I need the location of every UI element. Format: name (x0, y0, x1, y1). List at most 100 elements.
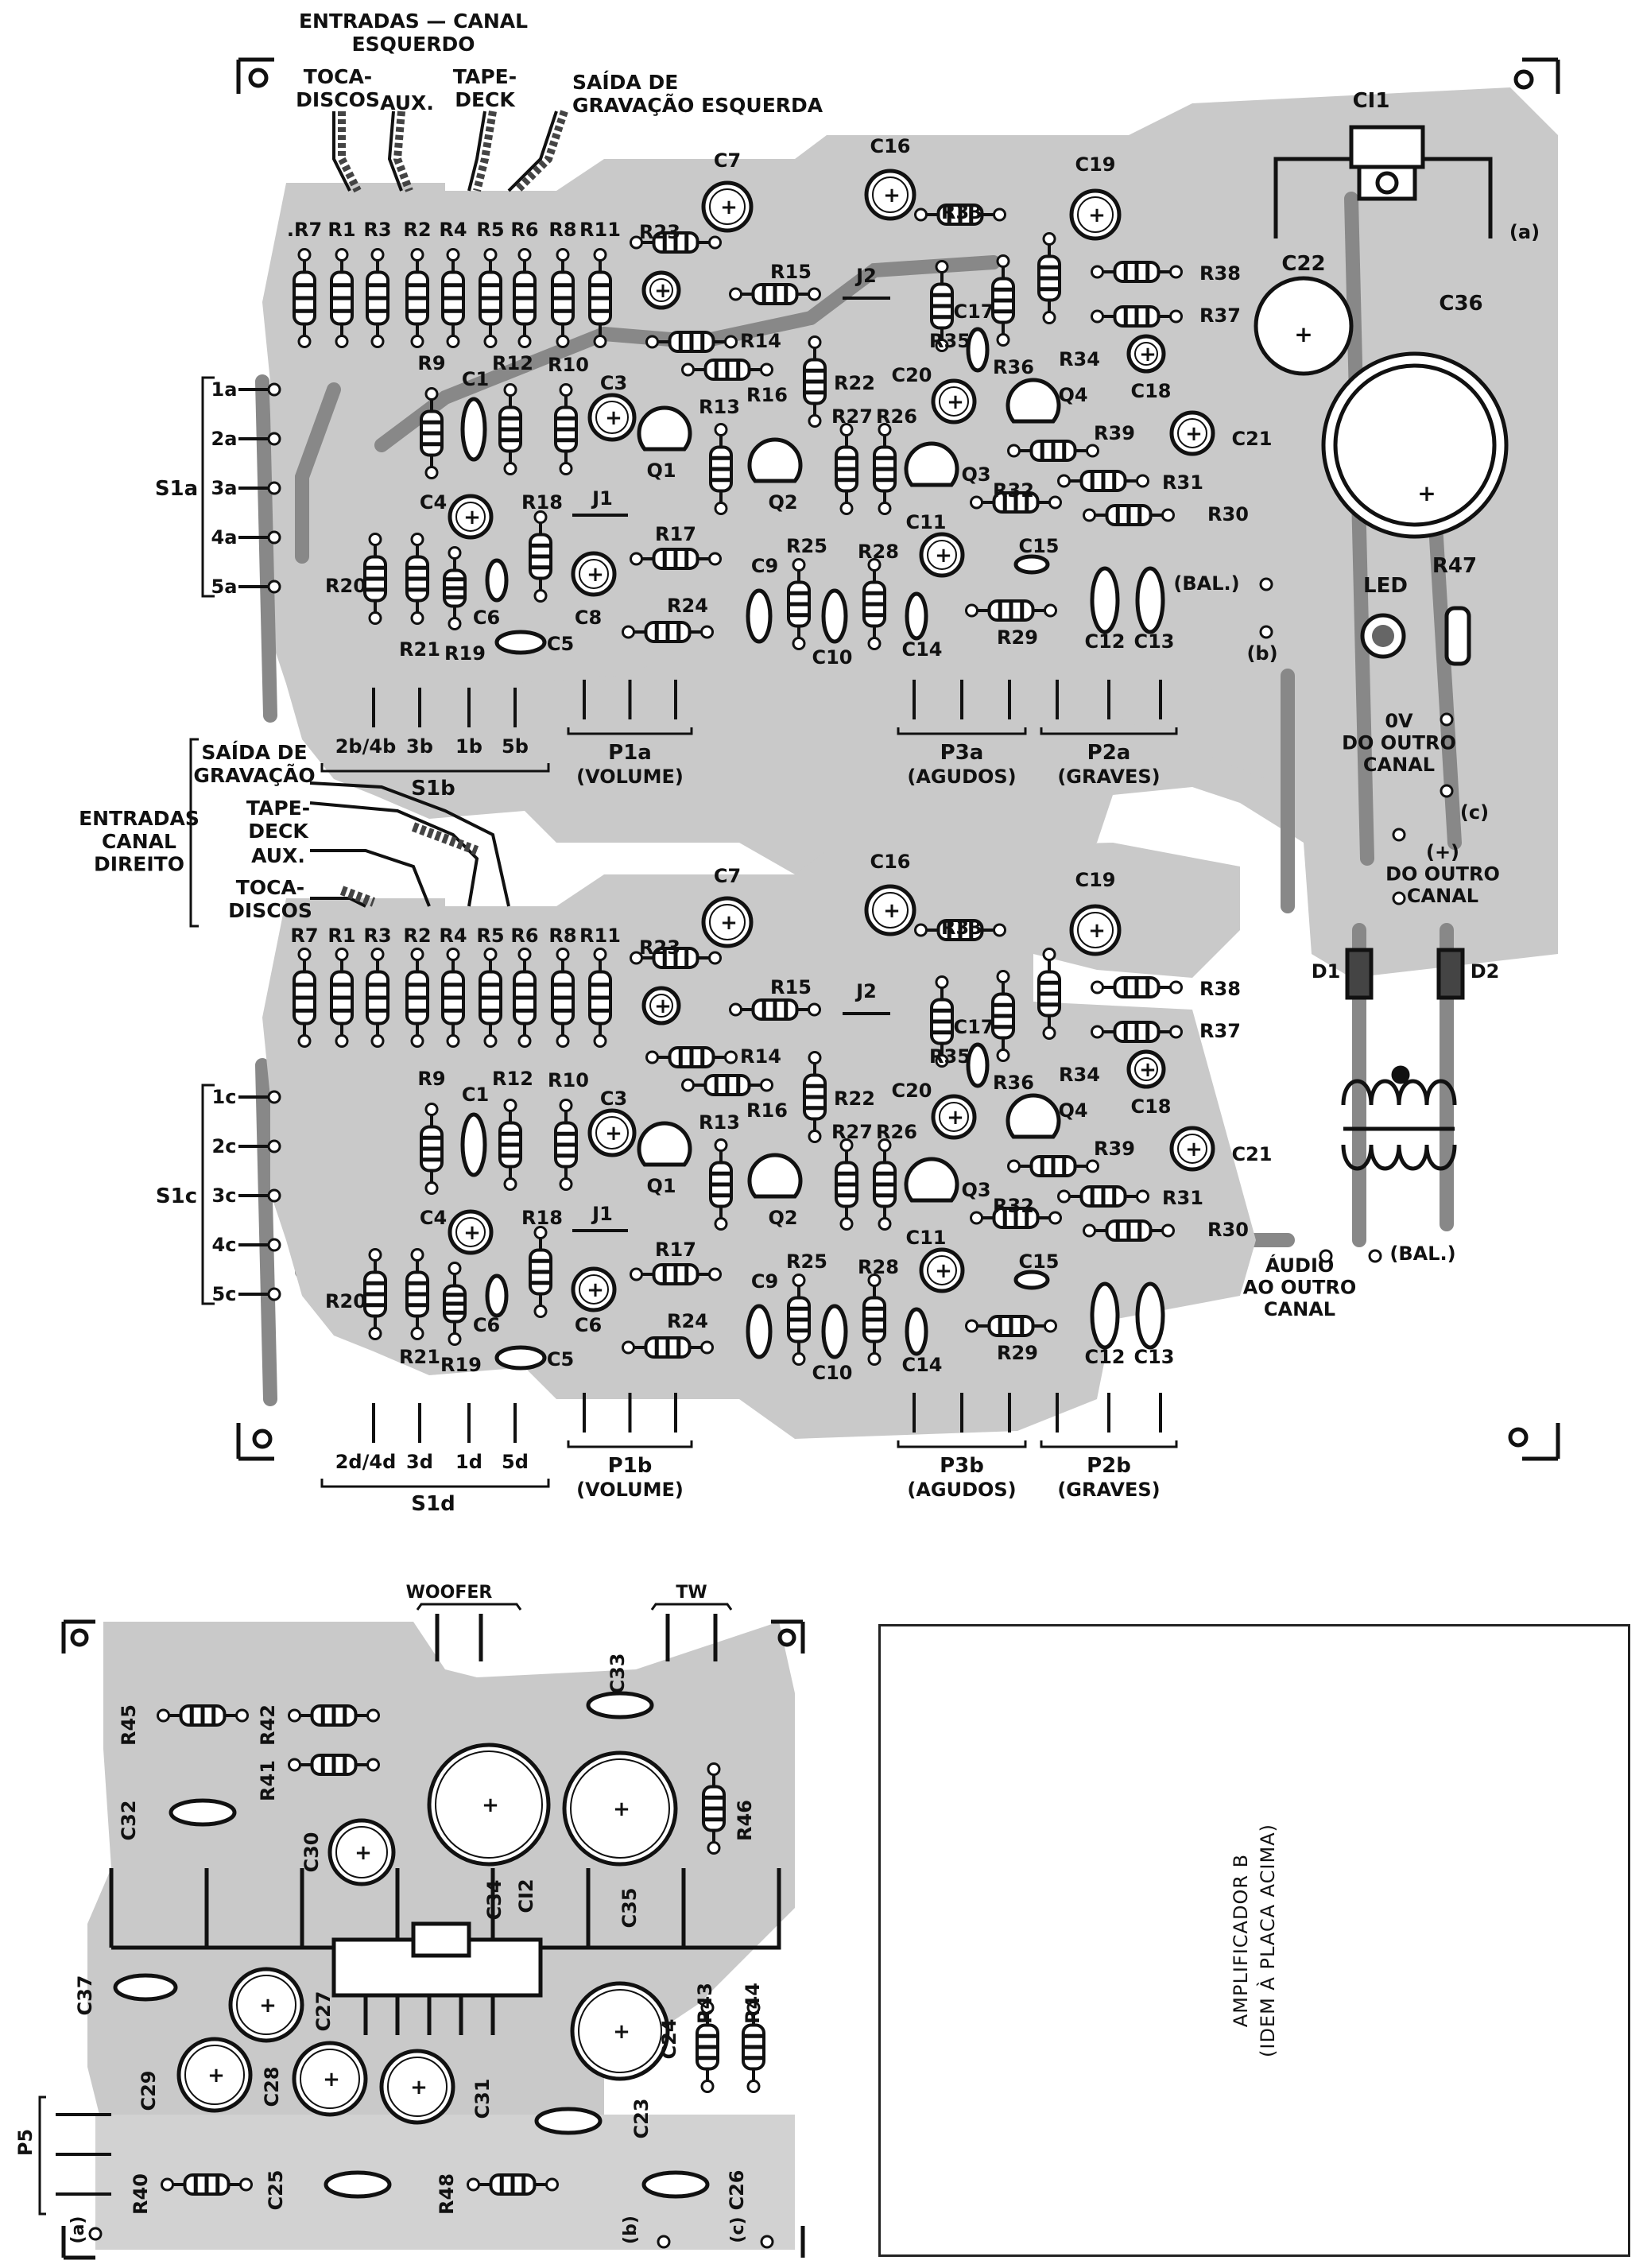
label-c16-b: C16 (870, 851, 910, 873)
r25 (787, 558, 811, 650)
svg-text:+: + (935, 1259, 952, 1283)
switch-bracket-s1c (201, 1084, 215, 1305)
r12 (498, 383, 522, 475)
r22 (803, 335, 827, 428)
r42 (288, 1704, 380, 1727)
label-c27: C27 (312, 1991, 335, 2031)
switch-label-s1a: S1a (155, 477, 198, 501)
left-inputs-title: ENTRADAS — CANAL (299, 10, 528, 33)
label-c19: C19 (1075, 153, 1115, 176)
label-r28: R28 (858, 541, 899, 563)
c17-b (966, 1042, 990, 1088)
c11: + (919, 532, 965, 578)
r15 (729, 283, 821, 305)
c34: + (427, 1743, 551, 1867)
svg-text:+: + (935, 544, 952, 568)
bottom-switch-label-s1d: S1d (411, 1492, 455, 1516)
c19: + (1069, 188, 1122, 241)
label-r29-b: R29 (997, 1342, 1038, 1364)
c13 (1135, 566, 1165, 634)
terminal-pad (1440, 712, 1454, 727)
resistor-r11 (588, 248, 612, 348)
terminal-pad (1440, 784, 1454, 798)
svg-text:+: + (259, 1994, 277, 2018)
left-input-tape: TAPE- (453, 65, 517, 88)
label-r17: R17 (655, 523, 696, 545)
switch-pin-pad (267, 382, 281, 397)
r10 (554, 383, 578, 475)
r20 (363, 533, 387, 625)
c37 (113, 1973, 178, 2002)
right-input-phono: DISCOS (228, 899, 312, 922)
label-r34: R34 (1059, 348, 1100, 370)
switch-pin-label-1a: 1a (211, 378, 238, 401)
note-line-2: (IDEM À PLACA ACIMA) (1257, 1824, 1279, 2057)
label-plus-other-channel: DO OUTRO (1385, 863, 1500, 886)
c-small-2 (485, 558, 509, 603)
terminal-pad (1368, 1249, 1382, 1263)
label-c10: C10 (812, 646, 852, 669)
bottom-switch-label-s1b: S1b (411, 777, 455, 801)
svg-text:+: + (1139, 343, 1157, 366)
label-r47: R47 (1432, 554, 1477, 578)
c4: + (448, 494, 494, 540)
bottom-pin-label-3d: 3d (406, 1451, 433, 1473)
svg-text:+: + (587, 563, 604, 587)
channel-b-components: +++++++++++ (363, 884, 1215, 1370)
terminal-pad (1319, 1249, 1333, 1263)
label-c15-b: C15 (1018, 1250, 1059, 1273)
c30: + (327, 1818, 396, 1886)
c21: + (1169, 410, 1215, 456)
q4-b (1006, 1093, 1061, 1139)
label-audio-other-channel: CANAL (1264, 1298, 1335, 1320)
label-r30: R30 (1207, 503, 1249, 525)
c16-b: + (864, 884, 916, 936)
label-r9: R9 (417, 352, 445, 374)
r19 (443, 546, 467, 630)
label-r16-b: R16 (746, 1099, 788, 1122)
label-r1: R1 (327, 219, 355, 241)
r34 (1037, 232, 1061, 324)
switch-pin-label-1c: 1c (212, 1086, 237, 1108)
label-b-r7: R7 (290, 925, 318, 947)
label-r22: R22 (834, 372, 875, 394)
label-0v-other-channel: 0V (1385, 710, 1413, 732)
label-c29: C29 (138, 2070, 160, 2111)
r33-b (914, 919, 1006, 941)
label-r36: R36 (993, 356, 1034, 378)
label-r4: R4 (439, 219, 467, 241)
right-input-rec-out: SAÍDA DE (201, 741, 307, 764)
terminal-pad (1392, 828, 1406, 842)
c31: + (379, 2049, 455, 2125)
label-r31-b: R31 (1162, 1187, 1203, 1209)
label-c14: C14 (901, 638, 942, 661)
r28-b (862, 1274, 886, 1366)
terminal-pad (1392, 891, 1406, 905)
c15 (1013, 554, 1050, 575)
svg-text:+: + (323, 2068, 340, 2092)
svg-text:+: + (482, 1793, 499, 1817)
label-r18-b: R18 (521, 1207, 563, 1229)
svg-text:+: + (654, 279, 672, 303)
svg-text:+: + (587, 1278, 604, 1302)
label-r27: R27 (831, 405, 873, 428)
r33 (914, 204, 1006, 226)
label-c11: C11 (905, 511, 946, 533)
right-inputs-title: ENTRADAS (79, 807, 200, 830)
amplifier-b-note: AMPLIFICADOR B (IDEM À PLACA ACIMA) (1227, 1824, 1281, 2057)
c9 (746, 588, 773, 644)
c3-b: + (587, 1108, 637, 1157)
left-input-tape: DECK (455, 88, 516, 111)
label-terminal-a: (a) (1509, 221, 1540, 243)
label-r23: R23 (639, 221, 680, 243)
label-woofer: WOOFER (406, 1583, 493, 1603)
r20-b (363, 1248, 387, 1340)
r48 (467, 2173, 559, 2196)
label-ci2: CI2 (515, 1878, 537, 1913)
c25 (324, 2170, 392, 2199)
pot-bracket (567, 1440, 693, 1448)
label-r32-b: R32 (993, 1195, 1034, 1217)
c1 (460, 397, 487, 462)
r38 (1091, 261, 1183, 283)
pot-func-p1a: (VOLUME) (576, 766, 684, 788)
